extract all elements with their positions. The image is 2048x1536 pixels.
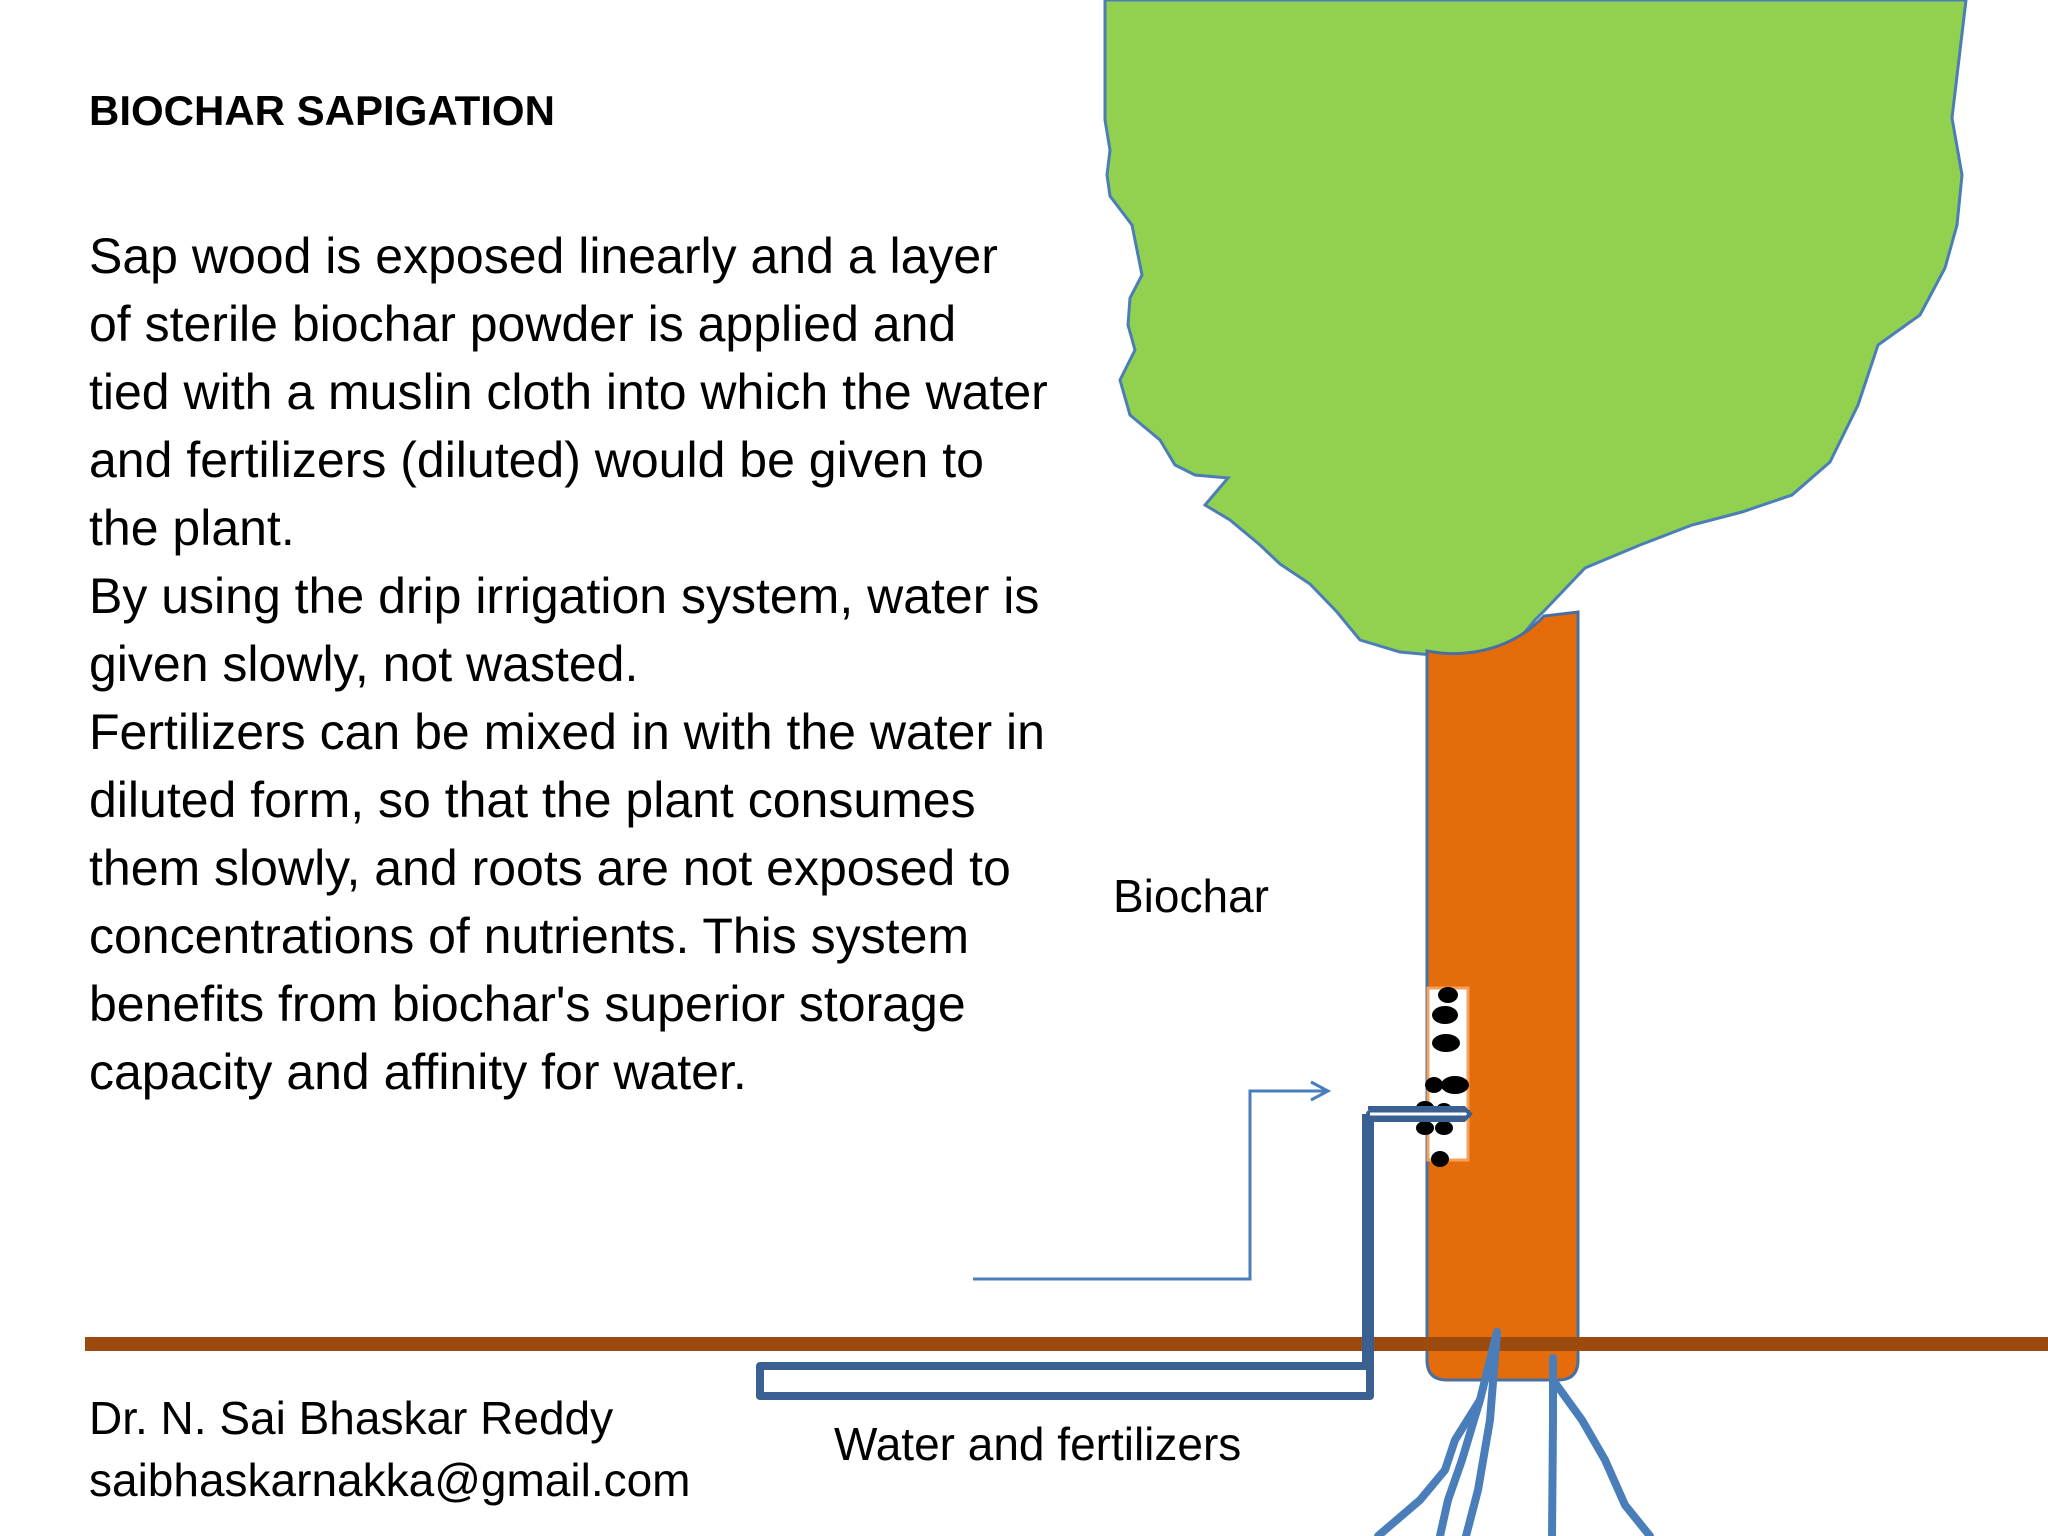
author-email: saibhaskarnakka@gmail.com [89,1454,691,1506]
biochar-dot [1432,1034,1460,1052]
tree-canopy [1103,0,1968,660]
biochar-dot [1425,1077,1443,1093]
pipe-nozzle [1368,1106,1473,1122]
biochar-dot [1416,1121,1434,1135]
biochar-dots [1416,987,1469,1167]
biochar-dot [1431,1151,1449,1167]
water-fertilizers-label: Water and fertilizers [834,1418,1242,1470]
biochar-dot [1432,1006,1458,1024]
author-name: Dr. N. Sai Bhaskar Reddy [89,1392,614,1444]
tree-roots [1374,1328,1654,1536]
body-paragraph: By using the drip irrigation system, wat… [89,568,1040,692]
biochar-dot [1441,1076,1469,1094]
root [1436,1328,1501,1536]
body-paragraph: Sap wood is exposed linearly and a layer… [89,228,1048,556]
flow-arrow [973,1089,1325,1281]
root [1374,1396,1484,1536]
biochar-dot [1435,1121,1453,1135]
body-paragraph: Fertilizers can be mixed in with the wat… [89,704,1045,1100]
water-pipe [756,1110,1470,1400]
flow-arrowhead [1310,1080,1332,1102]
body-text: Sap wood is exposed linearly and a layer… [89,222,1049,1106]
tree-trunk [1425,610,1580,1382]
biochar-dot [1438,987,1458,1003]
root [1462,1328,1501,1536]
author-block: Dr. N. Sai Bhaskar Reddy saibhaskarnakka… [89,1387,691,1511]
slide-title: BIOCHAR SAPIGATION [89,87,555,134]
biochar-label: Biochar [1113,870,1269,922]
root [1549,1376,1654,1536]
